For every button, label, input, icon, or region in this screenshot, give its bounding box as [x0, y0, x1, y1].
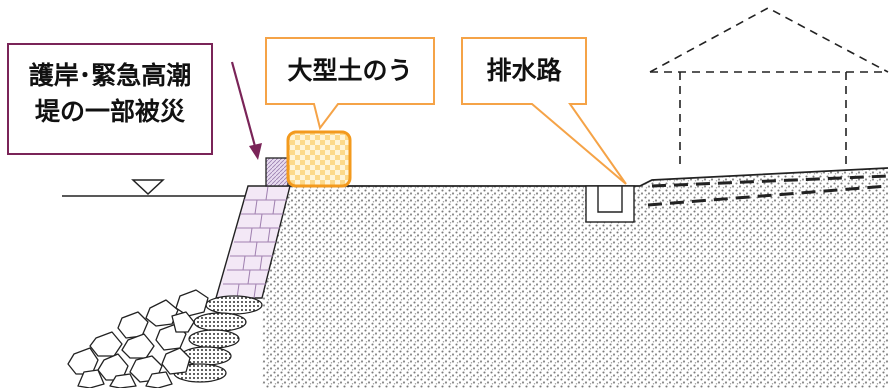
- damage-arrow: [230, 61, 258, 151]
- rubble-stones: [67, 289, 209, 388]
- house-outline: [649, 7, 889, 168]
- large-sandbag: [286, 130, 352, 188]
- sandbag-label: 大型土のう: [287, 56, 413, 85]
- dashed-line-upper: [651, 174, 889, 188]
- drainage-channel: [585, 185, 635, 223]
- sandbag-callout-box: [265, 37, 435, 131]
- dashed-line-lower: [647, 184, 889, 207]
- damage-label: 護岸･緊急高潮 堤の一部被災: [14, 58, 206, 130]
- water-level-marker: [131, 179, 165, 196]
- parapet-block: [265, 157, 289, 187]
- embankment-soil: [262, 168, 888, 388]
- drain-label: 排水路: [486, 56, 562, 85]
- damage-label-line-2: 堤の一部被災: [34, 97, 185, 126]
- foundation-stones: [173, 295, 263, 383]
- damage-callout-box: [7, 43, 213, 155]
- damage-label-line-1: 護岸･緊急高潮: [28, 61, 192, 90]
- ground-surface: [288, 167, 889, 187]
- drain-callout-box: [461, 37, 627, 185]
